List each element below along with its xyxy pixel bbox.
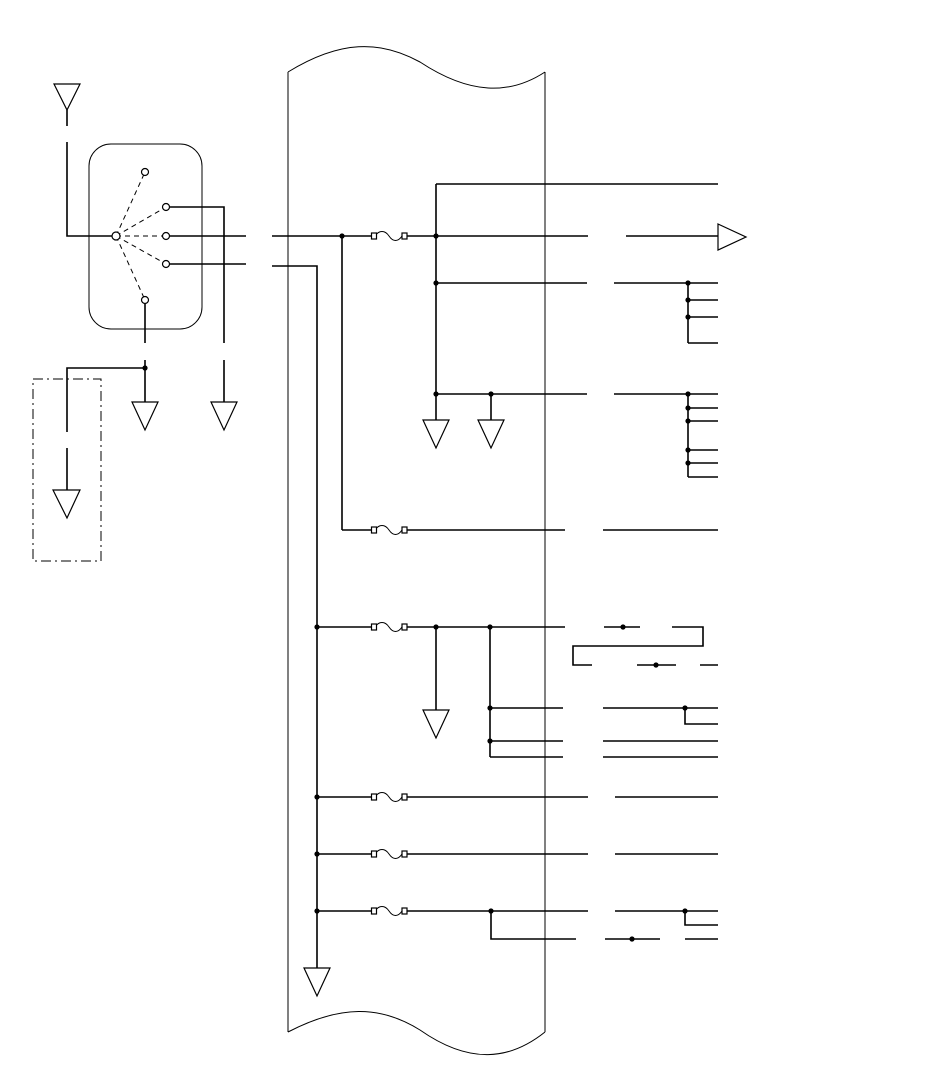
fuse-4: [370, 792, 408, 802]
ground-symbol-harness: [303, 967, 331, 998]
wire-row-708-drop: [684, 708, 718, 725]
harness-outline: [287, 46, 546, 1056]
fuse-5: [370, 849, 408, 859]
wire-main-feed: [66, 142, 116, 237]
wire-row-911-drop: [684, 911, 718, 926]
wire-to-optional-box: [66, 367, 145, 432]
ground-symbol-a: [131, 401, 159, 432]
top-ground-symbol: [53, 83, 81, 126]
ground-symbol-436: [422, 419, 450, 450]
optional-component-box: [32, 378, 102, 562]
wire-row-939-left: [490, 911, 576, 940]
output-arrow: [717, 223, 748, 251]
ground-symbol-436-lower: [422, 709, 450, 740]
fuse-3: [370, 622, 408, 632]
fuse-2: [370, 525, 408, 535]
wire-row-627-loop: [572, 626, 704, 666]
wire-switch-upper: [170, 206, 225, 343]
fuse-1: [370, 231, 408, 241]
junction-dots: [314, 233, 691, 942]
ground-symbol-491: [477, 419, 505, 450]
wire-harness-bus: [272, 265, 318, 968]
ground-symbol-b: [210, 401, 238, 432]
fuse-6: [370, 906, 408, 916]
